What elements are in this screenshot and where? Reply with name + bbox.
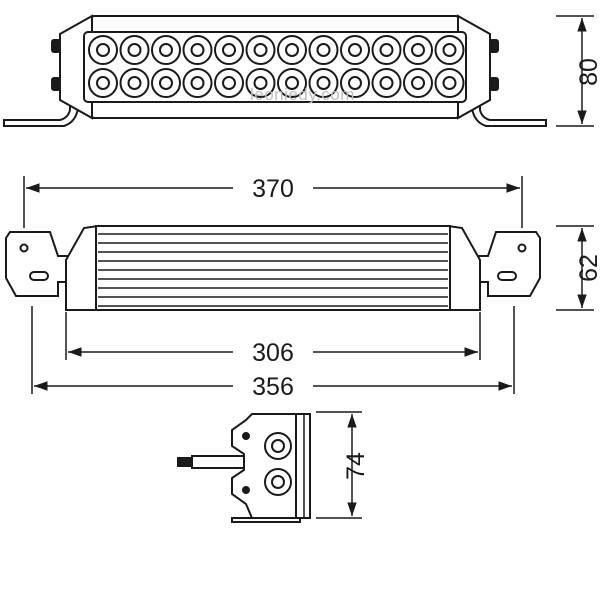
led-emitter — [253, 76, 268, 90]
led-emitter — [190, 43, 205, 57]
left-side-cap — [65, 224, 99, 311]
led-emitter — [253, 43, 268, 57]
led-emitter — [127, 76, 142, 90]
led-emitter — [411, 76, 425, 90]
mount-width-label: 356 — [252, 373, 294, 401]
end-bolt-lower-inner — [271, 475, 285, 489]
led-emitter — [348, 76, 362, 90]
end-screw — [242, 432, 250, 440]
bracket-slot — [29, 271, 49, 281]
end-lens — [295, 413, 311, 519]
right-bracket — [475, 231, 541, 297]
led-emitter — [190, 76, 205, 90]
right-side-cap — [447, 224, 481, 311]
led-emitter — [379, 76, 394, 90]
led-emitter — [285, 76, 299, 90]
led-emitter — [442, 76, 457, 90]
screw-nub — [51, 39, 61, 53]
led-emitter — [411, 43, 425, 57]
screw-nub — [51, 77, 61, 91]
front-height-label: 80 — [575, 58, 600, 86]
led-emitter — [316, 76, 331, 90]
side-height-label: 62 — [575, 254, 600, 282]
led-grid — [88, 35, 465, 98]
end-height-label: 74 — [342, 452, 370, 480]
cable-connector — [177, 457, 193, 467]
led-emitter — [222, 76, 236, 90]
front-height-dimension — [556, 15, 594, 127]
front-view — [3, 14, 547, 127]
watermark-text: leoniedy.com — [250, 85, 355, 104]
side-view — [5, 224, 541, 311]
bracket-hole — [19, 243, 29, 253]
body-width-label: 306 — [252, 339, 294, 367]
led-emitter — [348, 43, 362, 57]
end-view — [177, 413, 311, 523]
led-emitter — [379, 43, 394, 57]
led-emitter — [222, 43, 236, 57]
bracket-hole — [517, 243, 527, 253]
led-emitter — [96, 43, 110, 57]
cable — [191, 455, 245, 469]
bracket-slot — [497, 271, 517, 281]
led-emitter — [285, 43, 299, 57]
overall-width-label: 370 — [252, 175, 294, 203]
heat-sink-body — [95, 225, 451, 311]
end-bolt-upper-inner — [271, 439, 285, 453]
led-emitter — [127, 43, 142, 57]
left-bracket — [5, 231, 71, 297]
screw-nub — [489, 39, 499, 53]
end-height-dimension — [316, 411, 362, 519]
cooling-fins — [98, 233, 448, 307]
side-height-dimension — [556, 225, 594, 311]
led-emitter — [96, 76, 110, 90]
body-width-dimension — [65, 312, 481, 360]
overall-width-dimension — [23, 176, 523, 228]
screw-nub — [489, 77, 499, 91]
end-screw — [242, 486, 250, 494]
led-emitter — [159, 43, 173, 57]
led-emitter — [159, 76, 173, 90]
led-emitter — [316, 43, 331, 57]
mount-width-dimension — [31, 306, 515, 394]
led-emitter — [442, 43, 457, 57]
